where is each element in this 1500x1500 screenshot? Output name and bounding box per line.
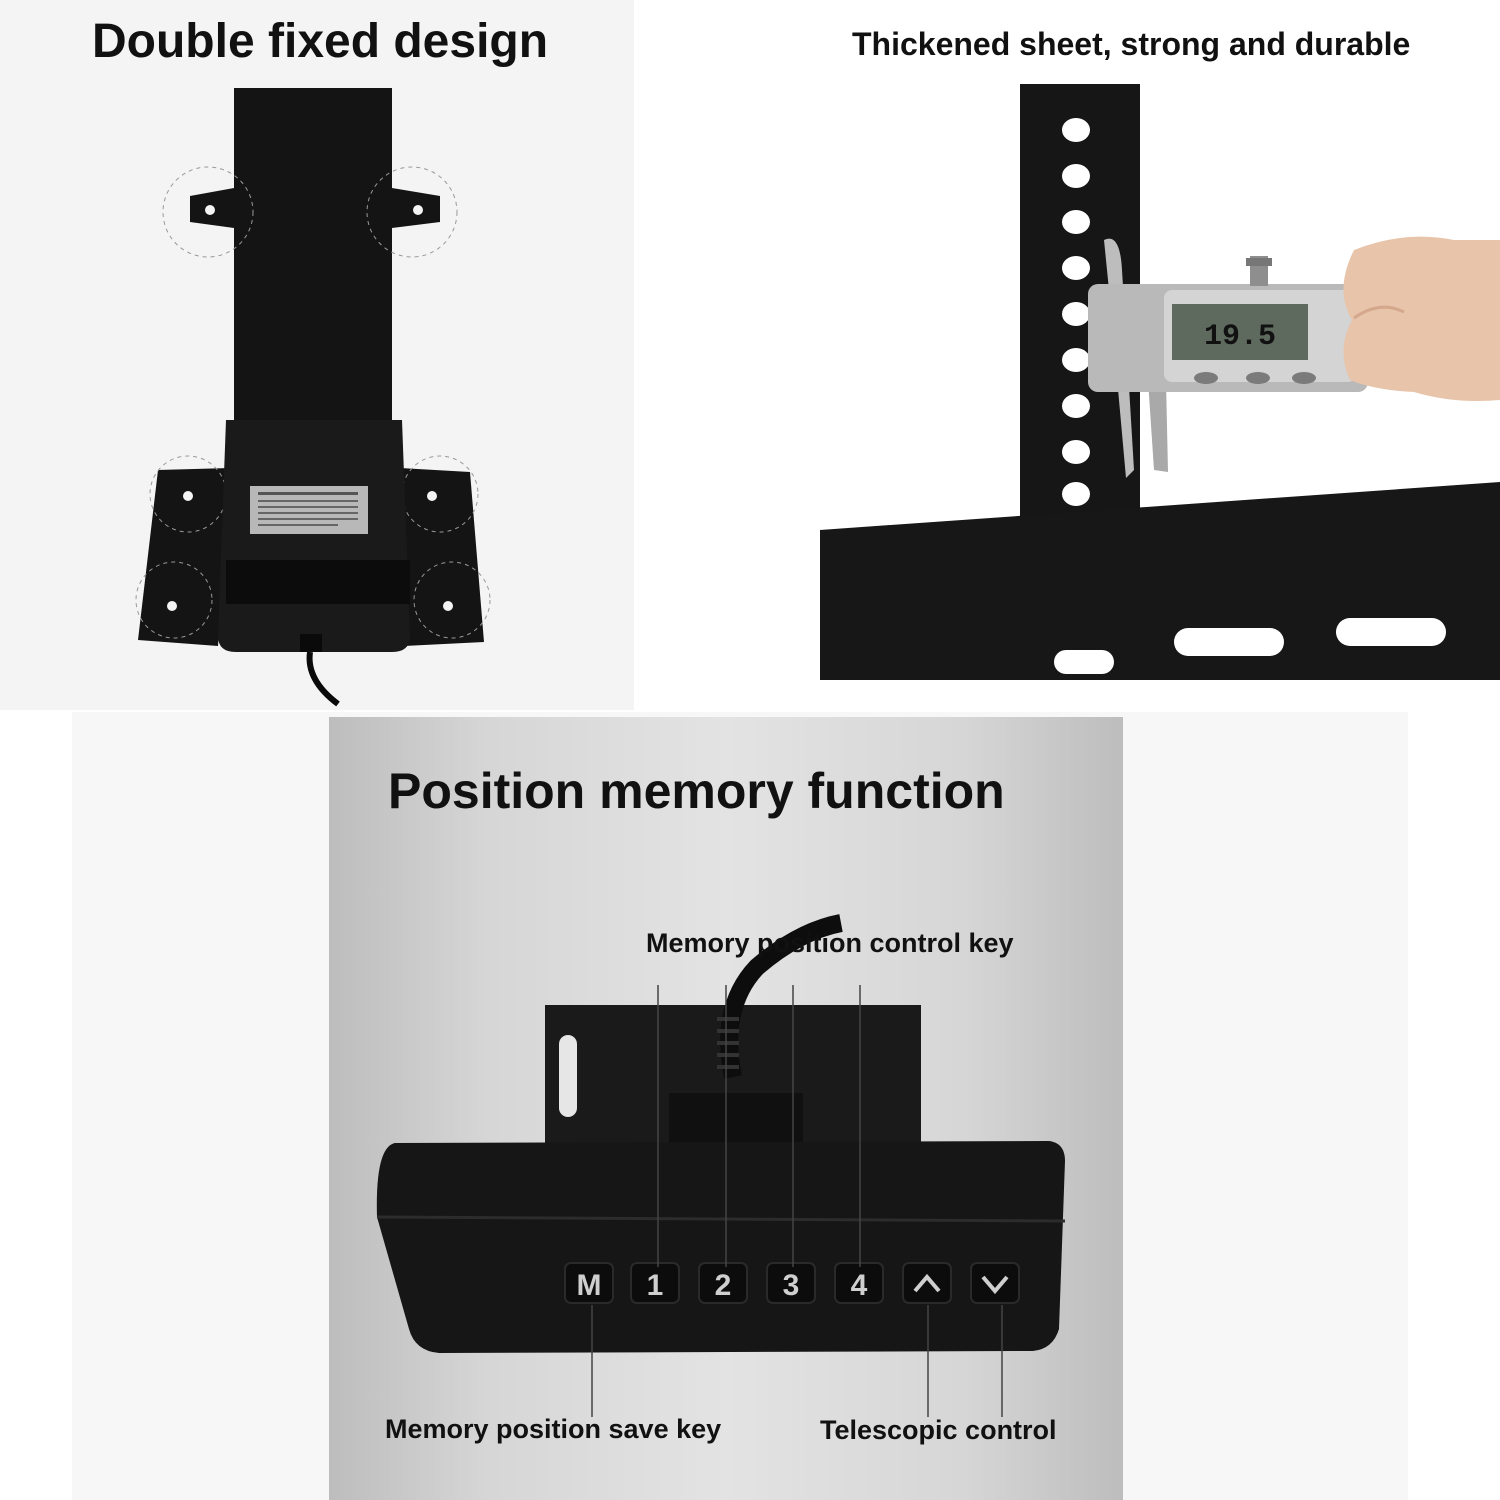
caliper-reading: 19.5 <box>1204 320 1276 354</box>
hand <box>1343 236 1500 401</box>
key-4-label: 4 <box>851 1269 868 1302</box>
key-1-label: 1 <box>647 1269 664 1302</box>
motor-housing <box>218 420 410 652</box>
memory-key-4 <box>834 1262 884 1304</box>
key-3-label: 3 <box>783 1269 800 1302</box>
thickened-sheet-panel: 19.5 Thickened sheet, strong and durable <box>634 0 1500 680</box>
chevron-down-icon <box>981 1275 1009 1295</box>
thickened-sheet-title: Thickened sheet, strong and durable <box>852 26 1411 62</box>
control-box <box>376 1141 1065 1353</box>
key-2-label: 2 <box>715 1269 732 1302</box>
caliper-measurement-illustration: 19.5 <box>820 84 1500 680</box>
motor-cable <box>306 651 340 707</box>
horizontal-bar <box>820 482 1500 680</box>
telescopic-control-label: Telescopic control <box>820 1415 1057 1445</box>
memory-key-1 <box>630 1262 680 1304</box>
down-key <box>970 1262 1020 1304</box>
control-cable <box>720 914 843 1079</box>
up-key <box>902 1262 952 1304</box>
memory-save-key-label: Memory position save key <box>385 1414 722 1444</box>
memory-key-3 <box>766 1262 816 1304</box>
memory-control-key-label: Memory position control key <box>646 928 1014 958</box>
double-fixed-title: Double fixed design <box>92 15 549 68</box>
memory-keypad: M 1 2 3 4 <box>564 1262 1020 1304</box>
memory-function-panel: M 1 2 3 4 <box>329 717 1123 1500</box>
caliper-display <box>1172 304 1308 360</box>
control-box-illustration: M 1 2 3 4 <box>376 914 1066 1417</box>
left-base-plate <box>138 468 230 646</box>
memory-key-2 <box>698 1262 748 1304</box>
mounting-plate <box>545 1005 921 1157</box>
chevron-up-icon <box>913 1273 941 1293</box>
key-m-label: M <box>577 1269 602 1302</box>
memory-save-key <box>564 1262 614 1304</box>
motor-column-illustration <box>135 88 491 707</box>
memory-function-title: Position memory function <box>388 763 1005 819</box>
right-base-plate <box>400 468 484 646</box>
mounting-slot <box>559 1035 577 1117</box>
double-fixed-panel: Double fixed design <box>0 0 634 710</box>
